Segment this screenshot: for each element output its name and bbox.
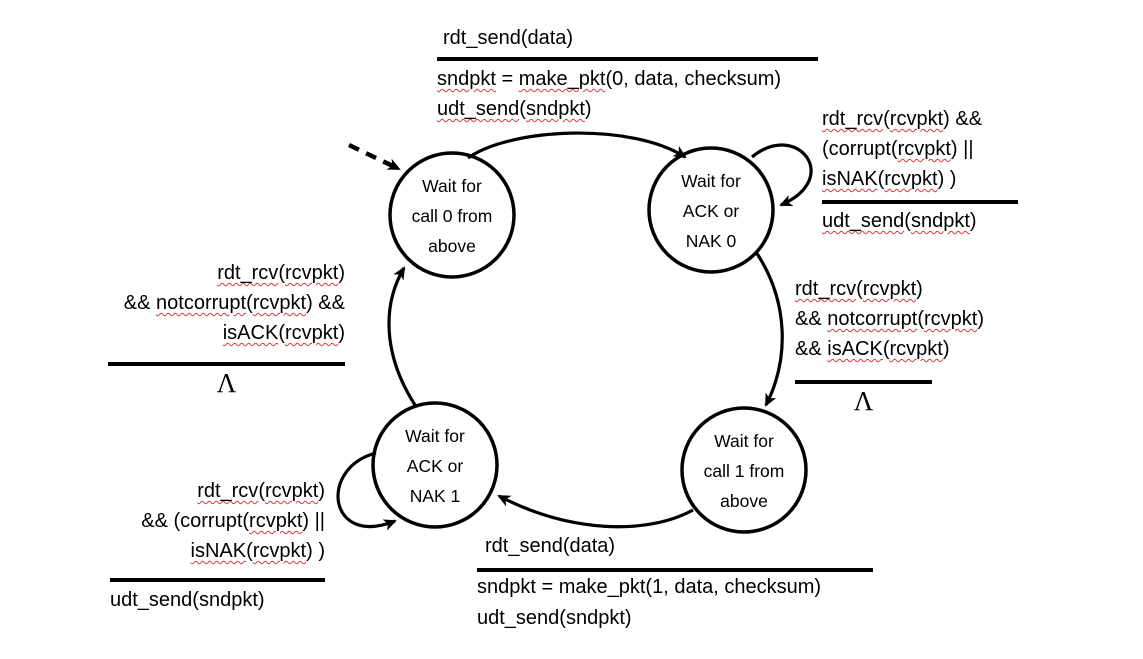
edge-selfloop-ack-nak-1 [336,451,397,531]
label-line: call 0 from [411,206,493,226]
lambda-action-label: Λ [216,368,237,398]
label-line: sndpkt = make_pkt(0, data, checksum) [437,68,782,90]
label-line: NAK 1 [409,486,461,506]
transition-event: rdt_rcv(rcvpkt) && notcorrupt(rcvpkt) && i… [795,274,984,364]
transition-action: udt_send(sndpkt) [110,584,325,616]
transition-label-corrupt-nak-0: rdt_rcv(rcvpkt) && (corrupt(rcvpkt) || isN… [822,104,1018,236]
label-line: udt_send(sndpkt) [437,98,592,120]
state-circle-wait-call-1 [680,406,808,534]
label-line: && isACK(rcvpkt) [795,338,950,360]
label-line: above [428,236,476,256]
label-line: rdt_send(data) [443,27,574,49]
transition-rule [437,57,818,61]
state-circle-wait-call-0 [388,151,516,279]
transition-action: Λ [55,366,345,400]
state-label-wait-call-1: Wait for call 1 from above [704,426,785,516]
label-line: ACK or [406,456,464,476]
label-line: udt_send(sndpkt) [822,210,977,232]
label-line: NAK 0 [685,231,737,251]
label-line: (corrupt(rcvpkt) || [822,138,974,160]
label-line: sndpkt = make_pkt(1, data, checksum) [477,576,822,598]
label-line: ACK or [682,201,740,221]
label-line: isNAK(rcvpkt) ) [822,168,957,190]
edge-send1-arrow [497,494,694,529]
state-label-wait-call-0: Wait for call 0 from above [412,171,493,261]
edge-ack1-arrow [387,266,417,406]
label-line: udt_send(sndpkt) [110,589,265,611]
label-line: udt_send(sndpkt) [477,607,632,629]
label-line: Wait for [422,176,482,196]
edge-send0-arrow [467,131,687,160]
transition-event: rdt_send(data) [437,24,818,52]
label-line: rdt_rcv(rcvpkt) [217,262,345,284]
edge-ack0-arrow [754,251,784,407]
label-line: && (corrupt(rcvpkt) || [141,510,325,532]
label-line: Wait for [714,431,774,451]
label-line: rdt_send(data) [485,535,616,557]
transition-label-ack-1: rdt_rcv(rcvpkt) && notcorrupt(rcvpkt) && i… [55,258,345,400]
transition-label-send0: rdt_send(data) sndpkt = make_pkt(0, data… [437,24,818,124]
label-line: rdt_rcv(rcvpkt) && [822,108,983,130]
label-line: rdt_rcv(rcvpkt) [795,278,923,300]
transition-label-corrupt-nak-1: rdt_rcv(rcvpkt) && (corrupt(rcvpkt) || isN… [37,476,325,616]
transition-action: sndpkt = make_pkt(0, data, checksum) udt_… [437,64,818,124]
label-line: && notcorrupt(rcvpkt) && [123,292,345,314]
label-line: Wait for [681,171,741,191]
transition-rule [795,380,932,384]
transition-event: rdt_rcv(rcvpkt) && (corrupt(rcvpkt) || isN… [822,104,1018,194]
transition-event: rdt_send(data) [477,532,873,560]
state-circle-wait-ack-nak-1 [371,401,499,529]
label-line: isNAK(rcvpkt) ) [190,540,325,562]
transition-label-ack-0: rdt_rcv(rcvpkt) && notcorrupt(rcvpkt) && i… [795,274,984,418]
label-line: call 1 from [703,461,785,481]
transition-event: rdt_rcv(rcvpkt) && (corrupt(rcvpkt) || isN… [37,476,325,566]
state-circle-wait-ack-nak-0 [647,146,775,274]
transition-label-send1: rdt_send(data) sndpkt = make_pkt(1, data… [477,532,873,634]
lambda-action-label: Λ [853,386,874,416]
transition-action: udt_send(sndpkt) [822,206,1018,236]
label-line: Wait for [405,426,465,446]
label-line: isACK(rcvpkt) [222,322,345,344]
label-line: && notcorrupt(rcvpkt) [795,308,984,330]
transition-rule [822,200,1018,204]
transition-rule [477,568,873,572]
initial-state-arrow [348,142,401,172]
label-line: above [720,491,768,511]
label-line: rdt_rcv(rcvpkt) [197,480,325,502]
edge-selfloop-ack-nak-0 [750,143,813,207]
transition-action: sndpkt = make_pkt(1, data, checksum) udt_… [477,572,873,634]
transition-rule [108,362,345,366]
transition-rule [110,578,325,582]
transition-action: Λ [795,384,984,418]
transition-event: rdt_rcv(rcvpkt) && notcorrupt(rcvpkt) && i… [55,258,345,348]
